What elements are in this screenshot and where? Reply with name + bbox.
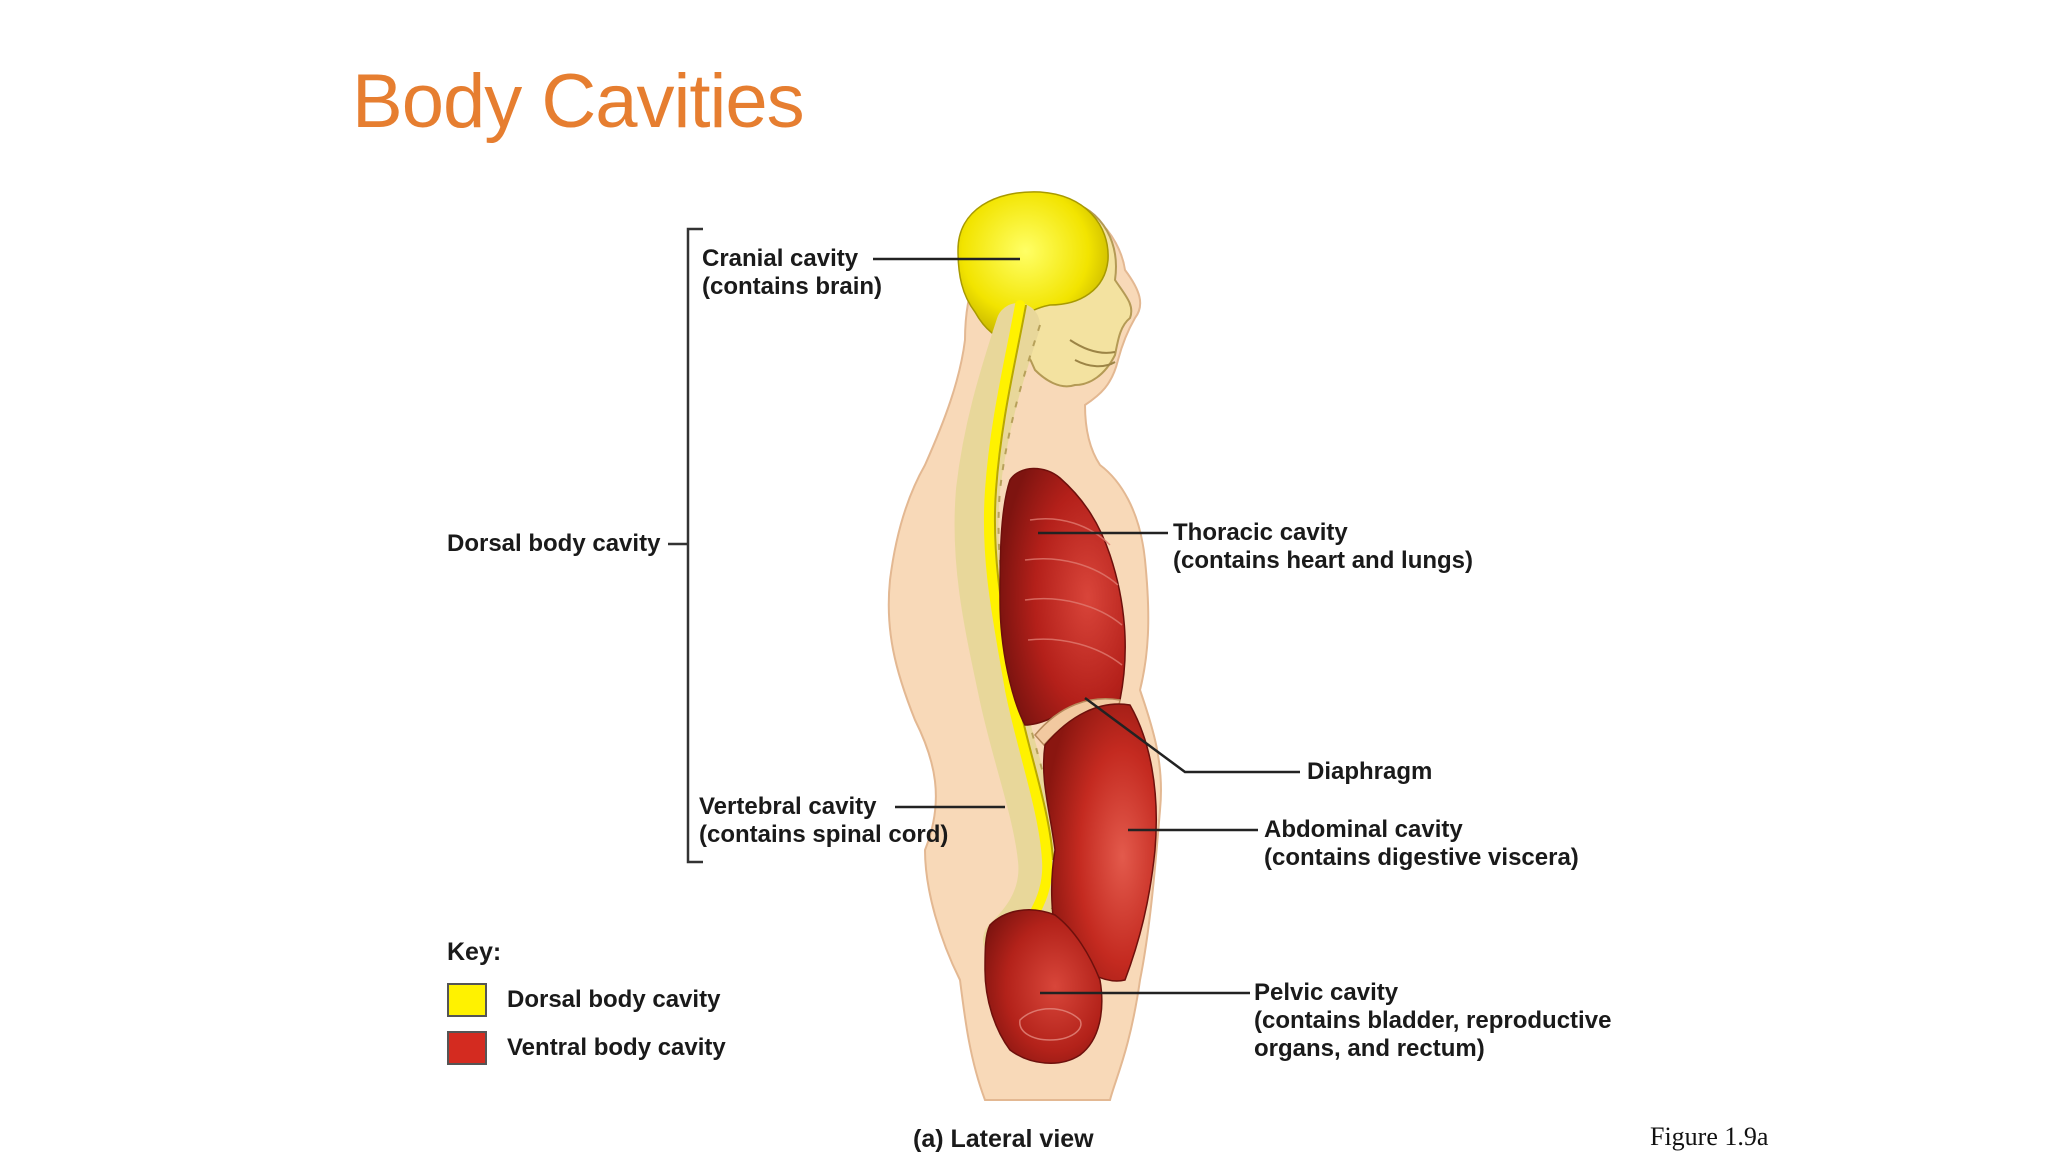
diaphragm-label: Diaphragm	[1307, 758, 1433, 785]
vertebral-cavity-sublabel: (contains spinal cord)	[699, 821, 949, 848]
key-title: Key:	[447, 938, 502, 966]
leader-lines	[873, 257, 1300, 995]
slide-title: Body Cavities	[352, 59, 805, 144]
pelvic-cavity-label: Pelvic cavity	[1254, 979, 1399, 1006]
abdominal-cavity-label: Abdominal cavity	[1264, 816, 1463, 843]
pelvic-cavity	[984, 909, 1103, 1064]
figure-number: Figure 1.9a	[1650, 1122, 1769, 1151]
abdominal-cavity-sublabel: (contains digestive viscera)	[1264, 844, 1579, 871]
dorsal-bracket	[686, 227, 703, 864]
diaphragm-leader	[1084, 696, 1300, 774]
thoracic-cavity-sublabel: (contains heart and lungs)	[1173, 547, 1474, 574]
key-label-ventral: Ventral body cavity	[507, 1034, 726, 1061]
spinal-cord	[983, 300, 1053, 950]
key-label-dorsal: Dorsal body cavity	[507, 986, 721, 1013]
brain-cranial-cavity	[957, 191, 1109, 341]
dorsal-body-cavity-label: Dorsal body cavity	[447, 530, 661, 557]
jaw	[1069, 339, 1116, 368]
rib-lines	[1024, 518, 1123, 666]
key-swatch-ventral	[447, 1031, 487, 1065]
pelvic-organ-outline	[1019, 1008, 1082, 1041]
cranial-cavity-sublabel: (contains brain)	[702, 273, 883, 300]
key-swatch-dorsal	[447, 983, 487, 1017]
abdominal-cavity	[1042, 703, 1158, 982]
pelvic-cavity-sublabel-2: organs, and rectum)	[1254, 1035, 1485, 1062]
view-caption: (a) Lateral view	[913, 1125, 1094, 1153]
pelvic-cavity-sublabel: (contains bladder, reproductive	[1254, 1007, 1612, 1034]
cranial-cavity-label: Cranial cavity	[702, 245, 859, 272]
thoracic-cavity-label: Thoracic cavity	[1173, 519, 1348, 546]
vertebral-cavity-label: Vertebral cavity	[699, 793, 877, 820]
vertebral-column	[954, 303, 1063, 962]
